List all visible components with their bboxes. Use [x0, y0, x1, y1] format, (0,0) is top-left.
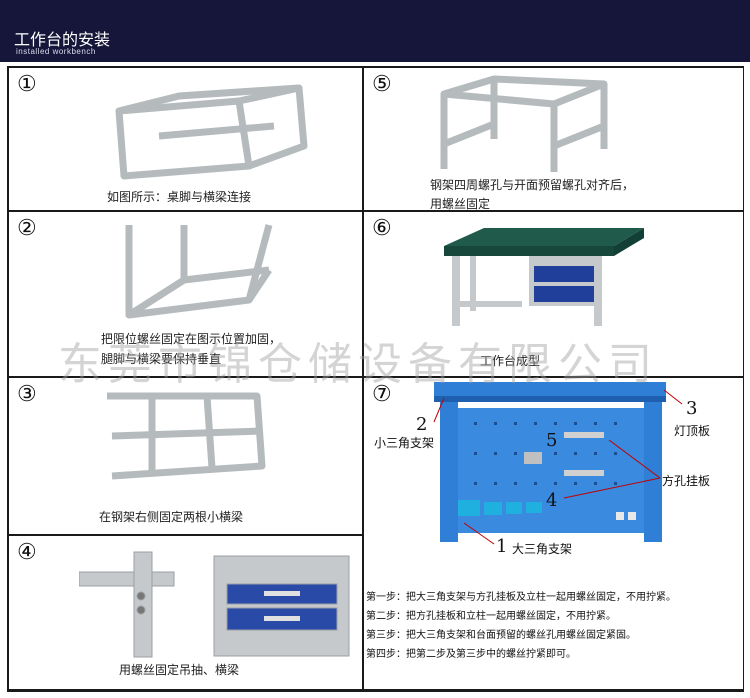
assembly-steps: 第一步：把大三角支架与方孔挂板及立柱一起用螺丝固定，不用拧紧。 第二步：把方孔挂… [366, 588, 746, 664]
step-caption: 用螺丝固定吊抽、横梁 [119, 663, 240, 677]
step-cell-1: ① 如图所示：桌脚与横梁连接 [8, 67, 363, 211]
frame-assembly-illustration [115, 84, 308, 180]
label-number-2: 2 [416, 414, 428, 435]
step-caption-line2: 腿脚与横梁要保持垂直 [101, 352, 222, 366]
label-number-3: 3 [686, 398, 698, 419]
label-number-5: 5 [546, 430, 558, 451]
label-small-bracket: 小三角支架 [374, 436, 435, 450]
pegboard-assembly-illustration [434, 382, 666, 542]
leg-fixing-illustration [125, 224, 273, 319]
step-line-3: 第三步：把大三角支架和台面预留的螺丝孔用螺丝固定紧固。 [366, 630, 636, 641]
step-number: ⑤ [372, 72, 392, 97]
label-square-pegboard: 方孔挂板 [662, 474, 711, 488]
label-number-4: 4 [546, 490, 558, 511]
step-caption-line1: 把限位螺丝固定在图示位置加固， [101, 332, 282, 346]
step-caption: 如图所示：桌脚与横梁连接 [107, 190, 252, 204]
step-number: ③ [17, 382, 37, 407]
header-title: 工作台的安装 [14, 30, 111, 49]
header-subtitle: installed workbench [16, 47, 96, 56]
step-caption-line1: 钢架四周螺孔与开面预留螺孔对齐后， [430, 178, 635, 192]
label-number-1: 1 [496, 536, 508, 557]
step-line-2: 第二步：把方孔挂板和立柱一起用螺丝固定，不用拧紧。 [366, 611, 616, 622]
page-header: 工作台的安装 installed workbench [0, 0, 750, 62]
step-cell-4: ④ 用螺丝固定吊抽、横梁 [8, 535, 363, 690]
step-number: ② [17, 216, 37, 241]
step-line-1: 第一步：把大三角支架与方孔挂板及立柱一起用螺丝固定，不用拧紧。 [366, 592, 676, 603]
step-cell-3: ③ 在钢架右侧固定两根小横梁 [8, 377, 363, 535]
label-large-bracket: 大三角支架 [512, 542, 573, 556]
label-lamp-board: 灯顶板 [674, 424, 711, 438]
step-number: ① [17, 72, 37, 97]
step-line-4: 第四步：把第二步及第三步中的螺丝拧紧即可。 [366, 649, 576, 660]
finished-workbench-illustration [444, 228, 644, 326]
step-cell-5: ⑤ 钢架四周螺孔与开面预留螺孔对齐后， 用螺丝固定 [363, 67, 744, 211]
step-number: ⑥ [372, 216, 392, 241]
leader-lines [433, 389, 683, 545]
step-cell-6: ⑥ 工作台成型 [363, 211, 744, 377]
step-number: ⑦ [372, 382, 392, 407]
step-cell-7: ⑦ 2 小三角支架 3 灯顶板 5 方孔 [363, 377, 744, 690]
step-caption-line2: 用螺丝固定 [430, 197, 491, 211]
crossbeam-illustration [107, 392, 266, 480]
step-caption: 在钢架右侧固定两根小横梁 [99, 510, 244, 524]
step-cell-2: ② 把限位螺丝固定在图示位置加固， 腿脚与横梁要保持垂直 [8, 211, 363, 377]
drawer-fixing-illustration [79, 551, 350, 658]
step-number: ④ [17, 540, 37, 565]
step-caption: 工作台成型 [480, 354, 541, 368]
steel-frame-illustration [440, 75, 608, 172]
